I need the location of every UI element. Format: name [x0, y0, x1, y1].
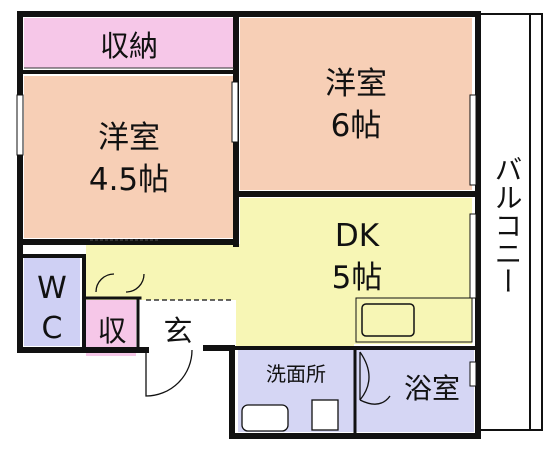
- entrance-label: 玄: [163, 314, 192, 348]
- wc-area: [24, 258, 80, 346]
- bathroom-area: [356, 350, 474, 432]
- western-room-a-area: [24, 76, 234, 238]
- western-room-a-name: 洋室: [98, 120, 160, 156]
- dk-size: 5帖: [332, 260, 383, 296]
- western-room-b-area: [240, 18, 472, 190]
- closet-top-label: 収納: [100, 29, 158, 63]
- small-closet-area: [86, 300, 136, 356]
- balcony-label: バルコニー: [491, 155, 524, 295]
- western-room-b-name: 洋室: [325, 66, 387, 102]
- kitchen-sink: [361, 303, 415, 337]
- washbasin: [241, 404, 289, 432]
- western-room-b-size: 6帖: [331, 108, 382, 144]
- balcony-area: [477, 13, 543, 431]
- washing-machine: [311, 399, 339, 431]
- washroom-label: 洗面所: [266, 362, 326, 386]
- western-room-a-size: 4.5帖: [89, 162, 169, 198]
- walls: [17, 11, 481, 439]
- doors: [95, 273, 391, 405]
- wc-label-line1: W: [37, 271, 67, 306]
- closet-top-area: [24, 18, 234, 68]
- entrance-area: [146, 300, 206, 356]
- kitchen-counter: [355, 297, 473, 343]
- small-closet-label: 収: [97, 314, 126, 348]
- dk-name: DK: [335, 218, 380, 254]
- windows: [16, 81, 477, 387]
- dk-area: [86, 198, 472, 348]
- bathroom-label: 浴室: [404, 372, 460, 405]
- wc-label-line2: C: [42, 311, 63, 346]
